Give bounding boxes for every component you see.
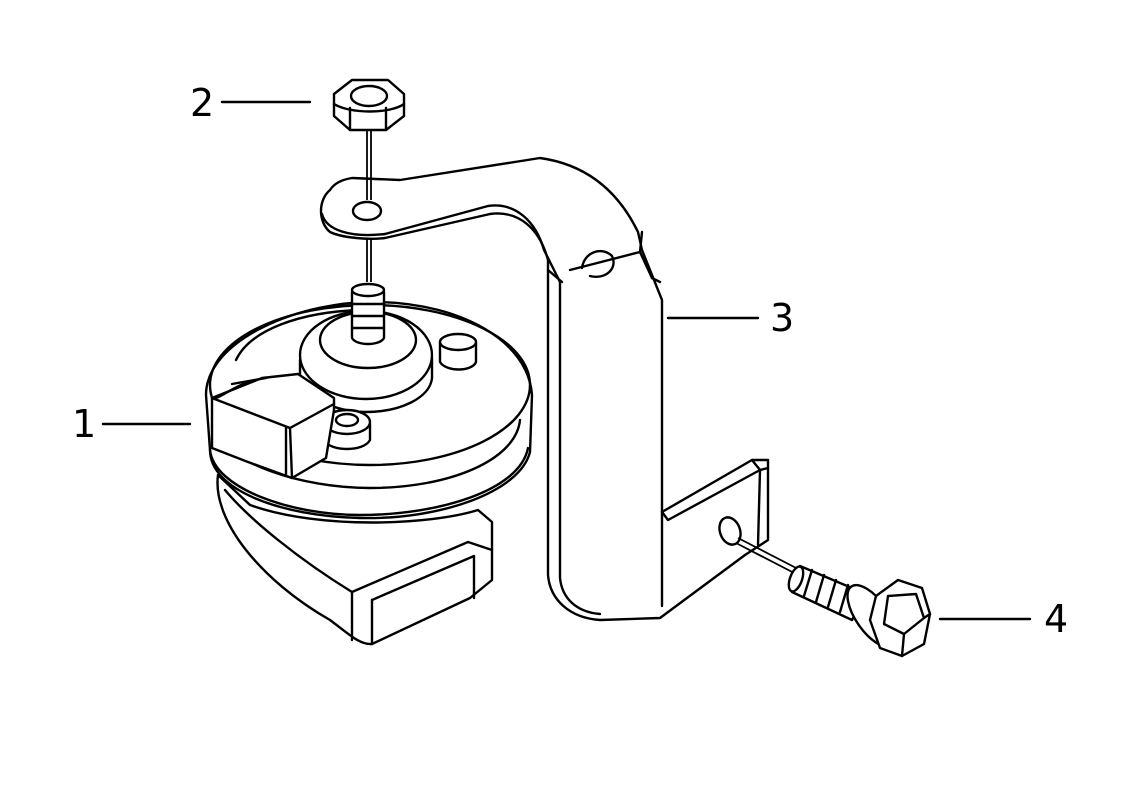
horn-connector (210, 372, 336, 480)
bracket (319, 156, 770, 622)
bolt (735, 537, 932, 658)
callout-3: 3 (770, 296, 795, 340)
callout-4: 4 (1044, 597, 1069, 641)
callout-2: 2 (190, 81, 215, 125)
nut (332, 78, 406, 132)
leader-lines (101, 100, 1032, 621)
horn (204, 282, 534, 646)
horn-stud (350, 282, 386, 346)
callout-1: 1 (72, 402, 97, 446)
assembly-line-nut (366, 130, 372, 282)
